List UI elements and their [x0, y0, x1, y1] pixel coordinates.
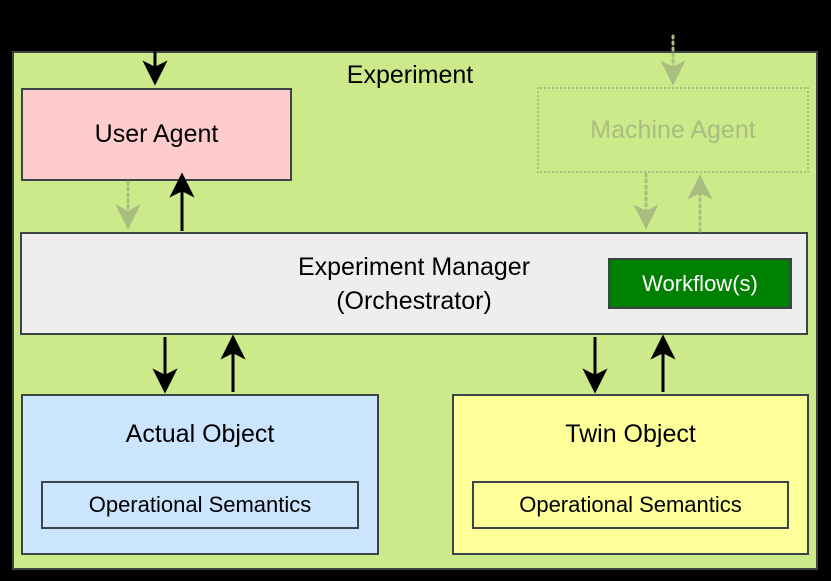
actual-object-label: Actual Object: [125, 420, 275, 448]
experiment-manager-label-line1: Experiment Manager: [297, 252, 531, 281]
experiment-title: Experiment: [346, 61, 474, 89]
node-experiment-manager[interactable]: Experiment Manager (Orchestrator): [20, 232, 808, 335]
twin-object-operational-semantics[interactable]: Operational Semantics: [472, 481, 789, 529]
twin-object-label: Twin Object: [565, 420, 696, 448]
node-user-agent[interactable]: User Agent: [21, 88, 292, 181]
experiment-manager-label-line2: (Orchestrator): [336, 286, 492, 315]
workflow-badge[interactable]: Workflow(s): [608, 258, 792, 309]
node-twin-object[interactable]: Twin Object Operational Semantics: [452, 394, 809, 555]
user-agent-label: User Agent: [94, 120, 219, 148]
node-actual-object[interactable]: Actual Object Operational Semantics: [21, 394, 379, 555]
machine-agent-label: Machine Agent: [590, 115, 756, 144]
node-machine-agent[interactable]: Machine Agent: [537, 87, 809, 173]
actual-object-operational-semantics[interactable]: Operational Semantics: [41, 481, 359, 529]
